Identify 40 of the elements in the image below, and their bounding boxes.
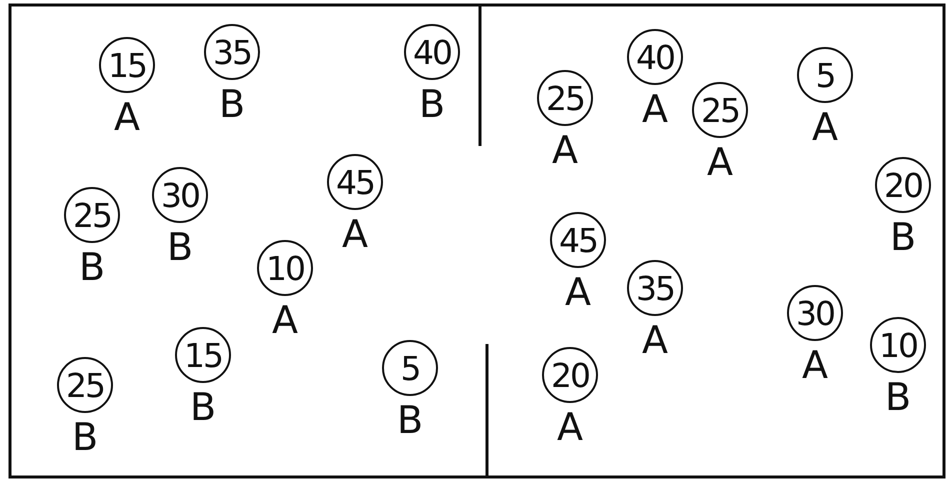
number-circle: 40 [404,24,460,80]
letter-label: A [707,142,733,182]
number-circle: 5 [797,47,853,103]
number-circle: 35 [204,24,260,80]
letter-label: B [890,217,916,257]
number-circle: 20 [542,347,598,403]
letter-label: B [219,84,246,124]
number-circle: 25 [692,82,748,138]
letter-label: A [642,89,668,129]
number-circle: 10 [870,317,926,373]
letter-label: A [342,214,368,254]
letter-label: A [812,107,838,147]
number-circle: 5 [382,340,438,396]
number-circle: 15 [99,37,155,93]
letter-label: B [190,387,216,427]
letter-label: B [72,417,98,457]
number-circle: 45 [327,154,383,210]
letter-label: A [114,97,140,137]
number-circle: 20 [875,157,931,213]
number-circle: 10 [257,240,313,296]
number-circle: 25 [57,357,113,413]
number-circle: 25 [537,70,593,126]
letter-label: A [272,300,298,340]
letter-label: B [167,227,194,267]
letter-label: A [557,407,583,447]
letter-label: A [642,320,668,360]
number-circle: 25 [64,187,120,243]
number-circle: 15 [175,327,231,383]
letter-label: A [565,272,591,312]
number-circle: 30 [152,167,208,223]
letter-label: A [802,345,828,385]
letter-label: B [419,84,446,124]
letter-label: B [397,400,424,440]
number-circle: 35 [627,260,683,316]
number-circle: 45 [550,212,606,268]
letter-label: B [79,247,106,287]
number-circle: 30 [787,285,843,341]
letter-label: B [885,377,912,417]
letter-label: A [552,130,578,170]
number-circle: 40 [627,29,683,85]
